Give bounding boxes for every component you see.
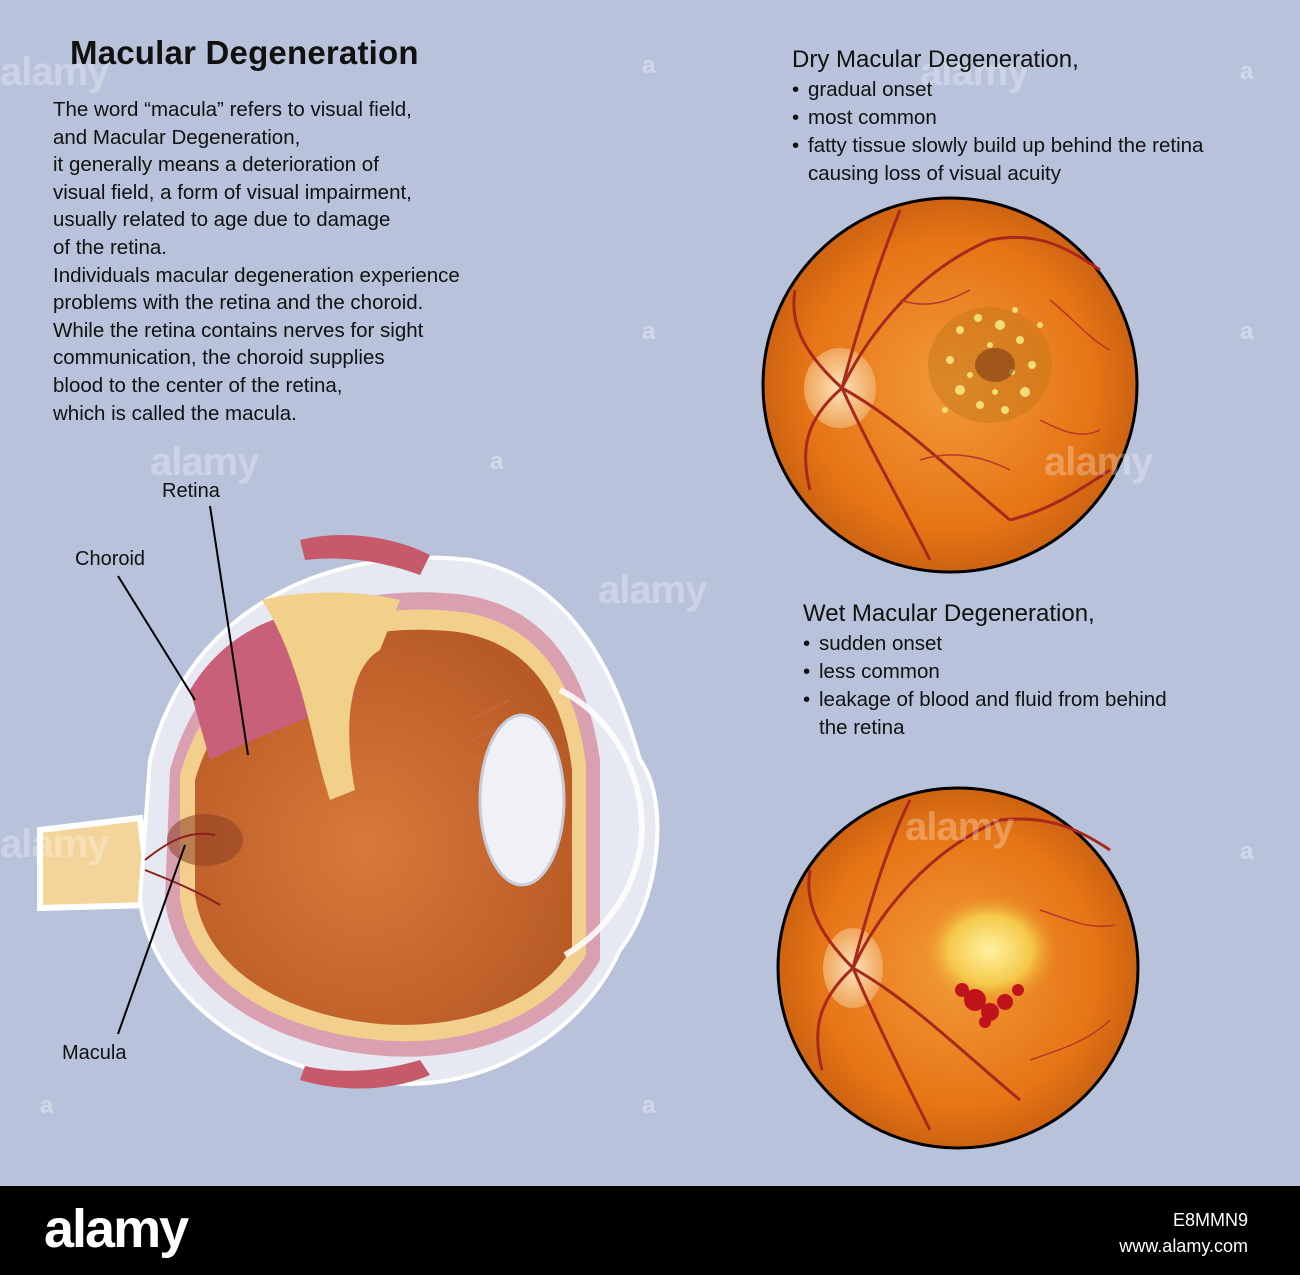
eye-cross-section	[37, 535, 660, 1089]
wet-bullet-continuation: the retina	[819, 716, 905, 739]
watermark: alamy	[905, 805, 1014, 849]
watermark: alamy	[150, 440, 259, 484]
macula-spot	[167, 814, 243, 866]
bullet-marker: •	[803, 688, 811, 711]
retina-flap	[262, 592, 400, 800]
intro-line: While the retina contains nerves for sig…	[53, 318, 424, 342]
intro-line: of the retina.	[53, 235, 167, 259]
watermark-letter: a	[40, 1092, 54, 1119]
watermark: alamy	[598, 568, 707, 612]
dry-fundus-image	[761, 196, 1139, 574]
dry-bullet-continuation: causing loss of visual acuity	[808, 162, 1061, 185]
intro-line: visual field, a form of visual impairmen…	[53, 180, 412, 204]
intro-line: usually related to age due to damage	[53, 208, 391, 232]
watermark-letter: a	[642, 318, 656, 345]
bullet-marker: •	[792, 106, 800, 129]
watermark-letter: a	[490, 448, 504, 475]
upper-muscle	[300, 535, 430, 575]
wet-bullet-list: • sudden onset • less common • leakage of b…	[803, 630, 1167, 742]
footer-url[interactable]: www.alamy.com	[1119, 1236, 1248, 1256]
bullet-marker: •	[803, 660, 811, 683]
watermark-letter: a	[1240, 318, 1254, 345]
bullet-marker: •	[803, 632, 811, 655]
wet-vessels	[807, 799, 1111, 1131]
image-id: E8MMN9	[1172, 1210, 1248, 1230]
intro-line: problems with the retina and the choroid…	[53, 291, 424, 315]
lower-muscle	[300, 1060, 430, 1089]
wet-heading: Wet Macular Degeneration,	[803, 600, 1095, 627]
footer-bar: alamy E8MMN9 www.alamy.com	[0, 1186, 1300, 1275]
watermark-letter: a	[642, 1092, 656, 1119]
list-item: • fatty tissue slowly build up behind the…	[792, 132, 1203, 160]
wet-bullet-text: leakage of blood and fluid from behind	[819, 688, 1167, 711]
list-item: • gradual onset	[792, 76, 1203, 104]
intro-paragraph: The word “macula” refers to visual field…	[53, 96, 573, 427]
intro-line: and Macular Degeneration,	[53, 125, 301, 149]
dry-heading: Dry Macular Degeneration,	[792, 46, 1079, 73]
macula-pointer	[117, 844, 186, 1035]
choroid-pointer	[117, 575, 196, 701]
dry-bullet-text: gradual onset	[808, 78, 933, 101]
lens	[478, 713, 566, 887]
watermark: alamy	[0, 822, 109, 866]
bullet-marker: •	[792, 78, 800, 101]
intro-line: communication, the choroid supplies	[53, 346, 385, 370]
wet-fundus-image	[776, 786, 1140, 1150]
intro-line: blood to the center of the retina,	[53, 373, 343, 397]
dry-bullet-text: fatty tissue slowly build up behind the …	[808, 134, 1204, 157]
bullet-marker: •	[792, 134, 800, 157]
watermark-letter: a	[642, 52, 656, 79]
macula-label: Macula	[62, 1042, 127, 1064]
wet-exudate	[920, 892, 1060, 1008]
list-item: • less common	[803, 658, 1167, 686]
list-item: • sudden onset	[803, 630, 1167, 658]
page-title: Macular Degeneration	[70, 34, 419, 71]
watermark: alamy	[0, 50, 109, 94]
cornea	[558, 687, 645, 958]
vitreous-body	[195, 629, 572, 1025]
watermark: alamy	[920, 50, 1029, 94]
wet-bullet-text: less common	[819, 660, 940, 683]
dry-bullet-list: • gradual onset • most common • fatty tissu…	[792, 76, 1203, 188]
list-item: • most common	[792, 104, 1203, 132]
watermark: alamy	[1044, 440, 1153, 484]
wet-bullet-text: sudden onset	[819, 632, 943, 655]
watermark-letter: a	[1240, 58, 1254, 85]
retina-label: Retina	[162, 480, 220, 502]
intro-line: which is called the macula.	[53, 401, 297, 425]
choroid-label: Choroid	[75, 548, 146, 570]
dry-bullet-text: most common	[808, 106, 937, 129]
dry-drusen	[942, 307, 1043, 414]
footer-logo: alamy	[44, 1199, 189, 1259]
dry-vessels	[792, 209, 1111, 561]
intro-line: it generally means a deterioration of	[53, 153, 379, 177]
wet-hemorrhage	[955, 983, 1024, 1028]
watermark-letter: a	[1240, 838, 1254, 865]
retina-pointer	[209, 505, 249, 756]
intro-line: Individuals macular degeneration experie…	[53, 263, 460, 287]
list-item: • leakage of blood and fluid from behind	[803, 686, 1167, 714]
intro-line: The word “macula” refers to visual field…	[53, 98, 412, 121]
illustration-layer	[37, 196, 1140, 1150]
